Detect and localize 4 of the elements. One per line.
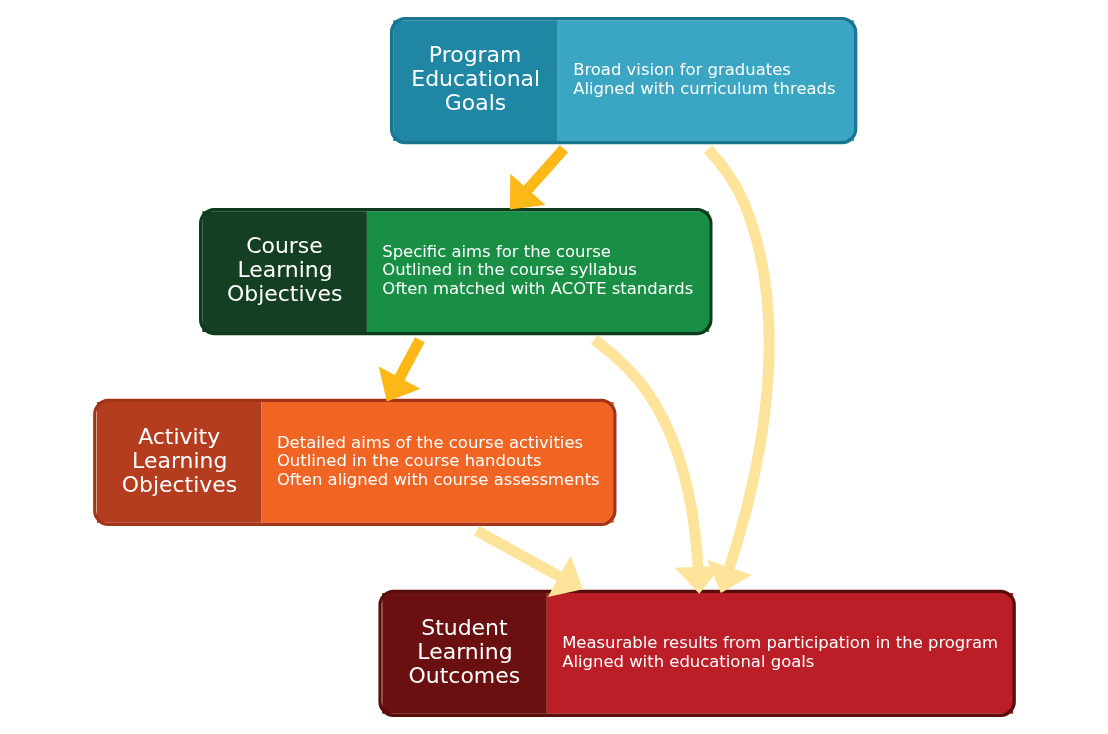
arrow	[378, 337, 425, 402]
arrow	[473, 525, 583, 597]
arrow	[509, 145, 568, 210]
arrow	[703, 145, 775, 594]
